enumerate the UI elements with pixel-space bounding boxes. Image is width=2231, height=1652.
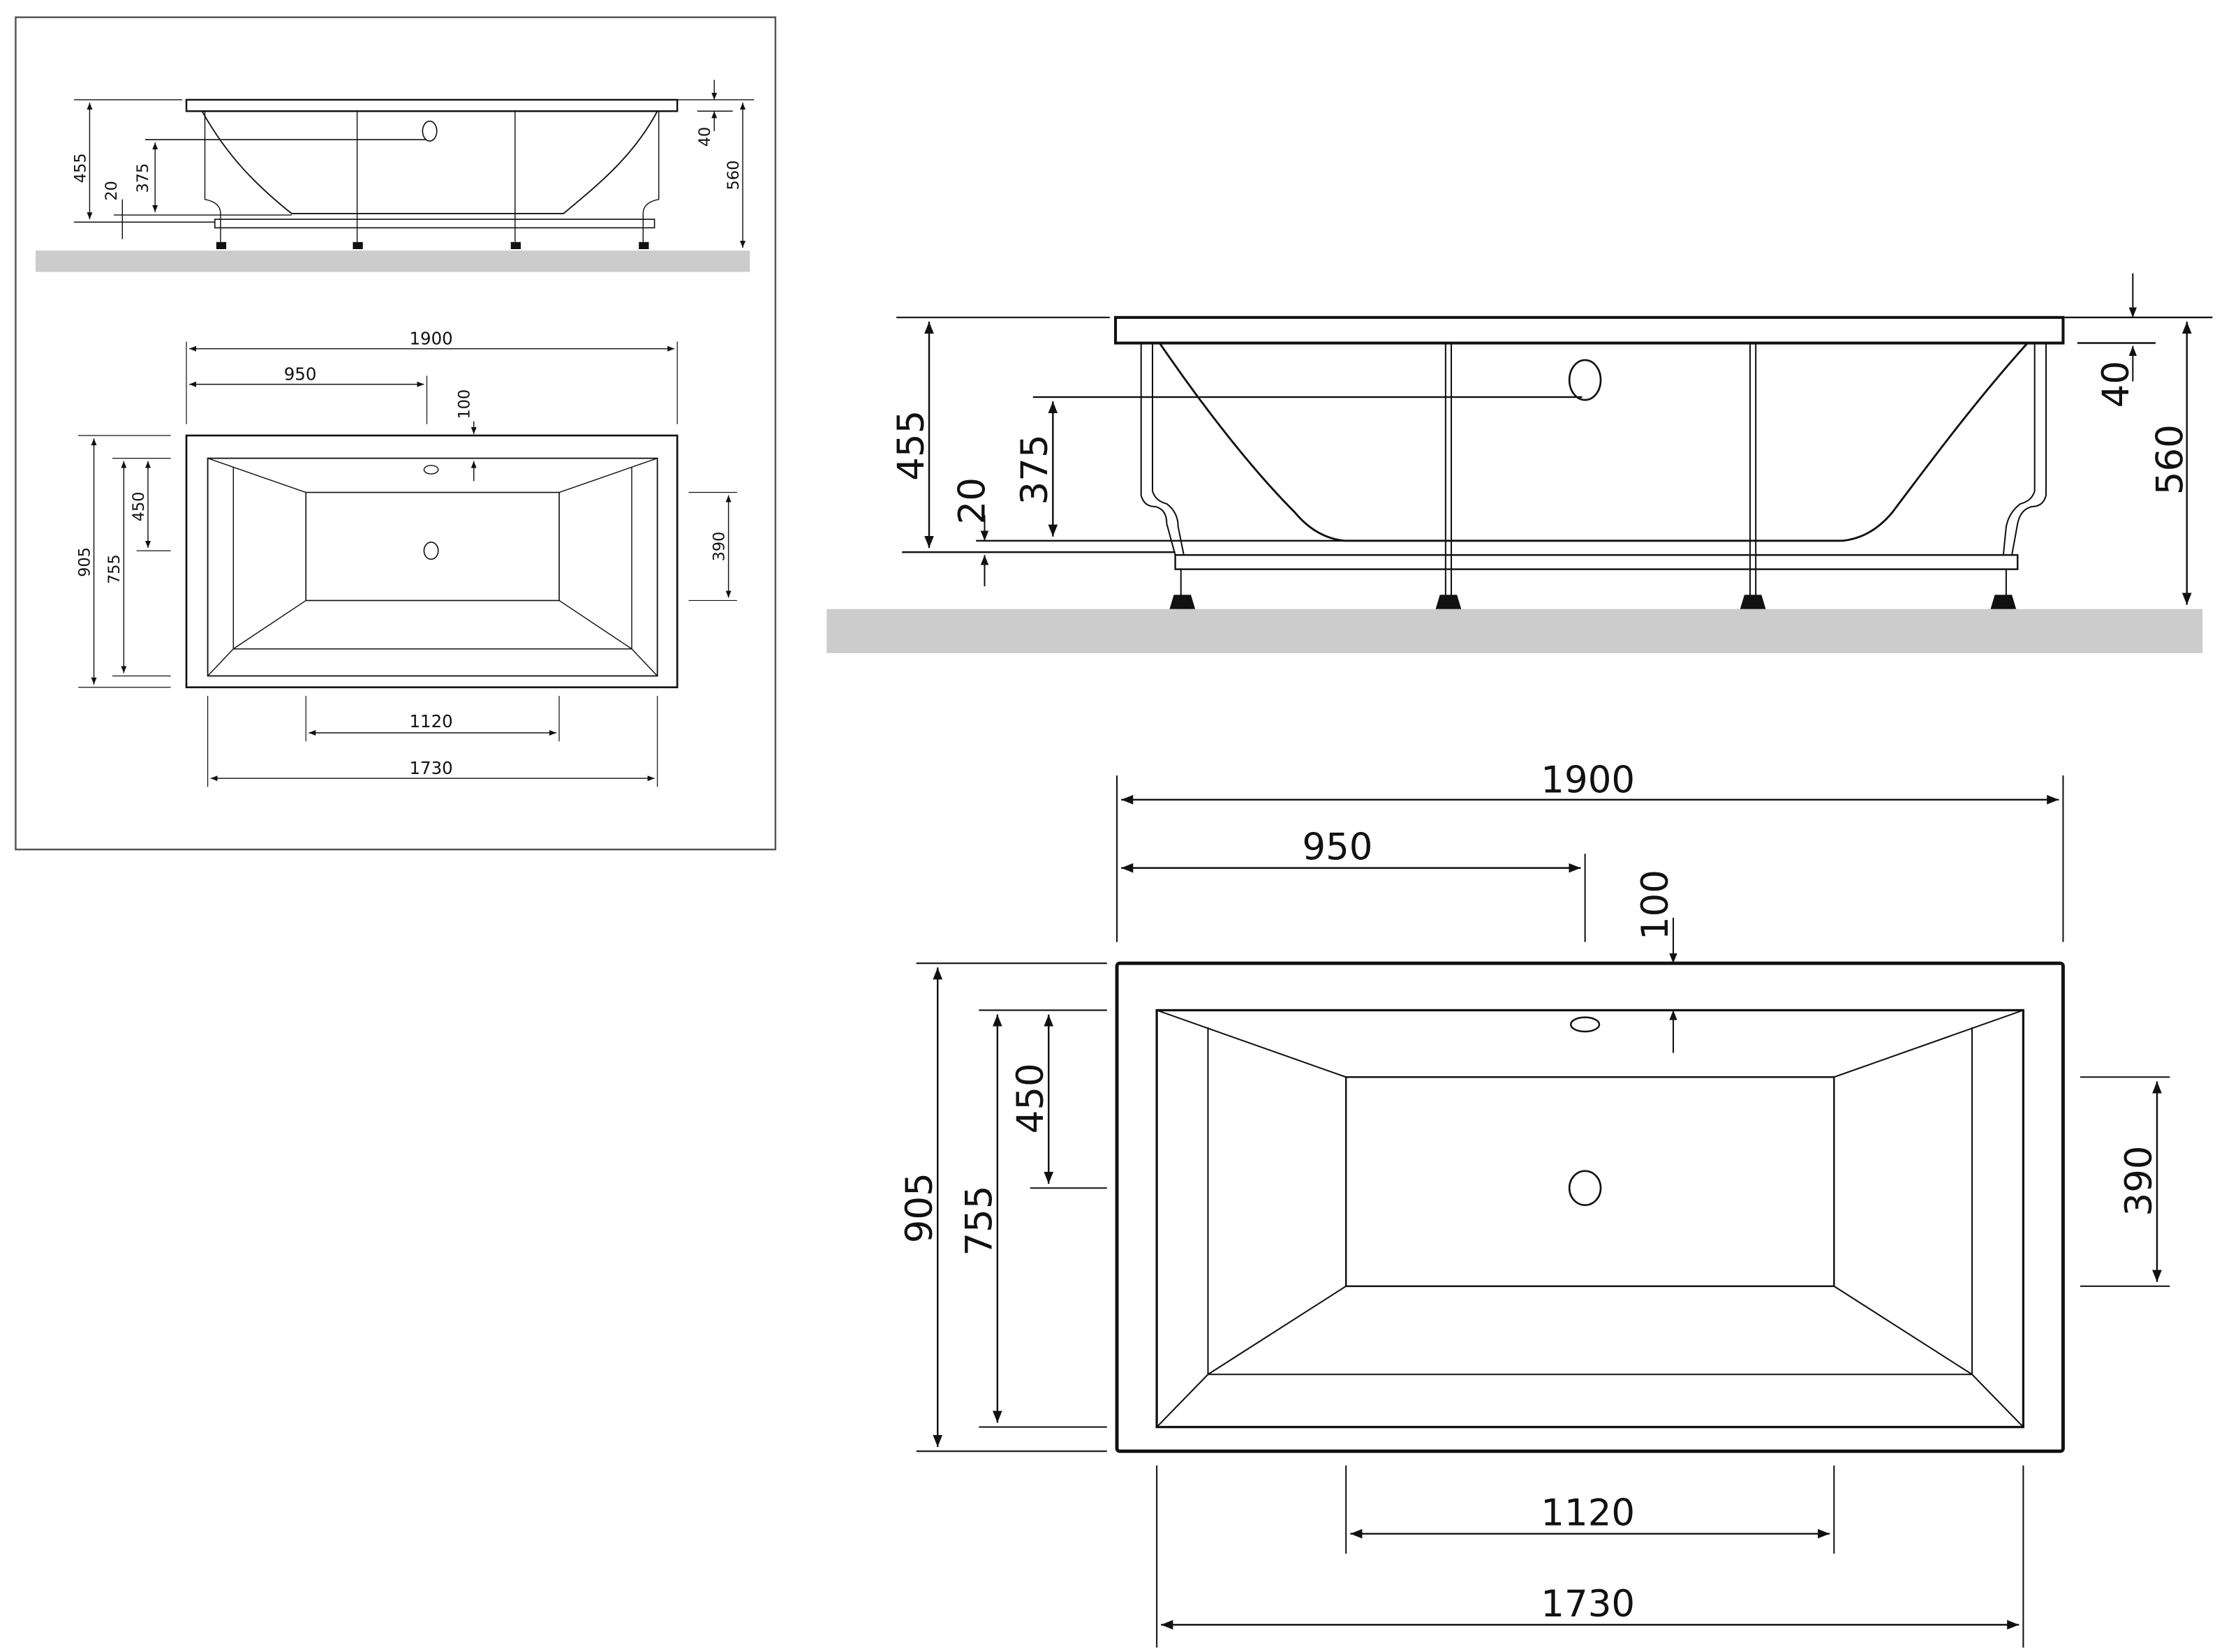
dim-label-455: 455	[890, 410, 933, 481]
dim-label-755: 755	[105, 554, 124, 584]
dim-label-40: 40	[696, 127, 714, 147]
dim-label-390: 390	[2118, 1145, 2160, 1216]
dim-label-1900: 1900	[1541, 759, 1635, 802]
dim-label-560: 560	[2149, 424, 2192, 495]
dim-label-905: 905	[898, 1173, 941, 1243]
dim-label-455: 455	[71, 153, 89, 183]
overflow-hole-icon	[422, 120, 438, 142]
support-leg-icon	[216, 241, 649, 249]
small-side-view: 455 375 20 40 560	[35, 80, 755, 272]
dim-label-905: 905	[75, 547, 94, 577]
floor	[827, 609, 2203, 653]
drain-icon	[423, 542, 439, 560]
dim-label-1120: 1120	[1541, 1491, 1635, 1534]
dim-label-450: 450	[1009, 1063, 1052, 1133]
large-top-view: 1900 950 100 905 755 450 390 1120 1730	[898, 759, 2170, 1648]
dim-label-40: 40	[2095, 361, 2137, 408]
dim-label-450: 450	[130, 492, 148, 522]
dim-label-950: 950	[1302, 826, 1372, 868]
drain-icon	[1568, 1170, 1602, 1207]
small-top-view: 1900 950 100 905 755 450 390 1120 1730	[75, 329, 737, 787]
support-leg-icon	[1169, 595, 2017, 609]
dim-label-20: 20	[951, 477, 993, 524]
dim-label-1730: 1730	[1541, 1583, 1635, 1625]
large-side-view: 455 375 20 40 560	[827, 273, 2213, 653]
dim-label-1730: 1730	[409, 758, 452, 778]
small-overview-panel: 455 375 20 40 560	[15, 16, 777, 851]
dim-label-950: 950	[284, 364, 317, 385]
panel-frame	[15, 16, 777, 851]
dim-label-755: 755	[958, 1186, 1001, 1256]
dim-label-100: 100	[456, 389, 474, 419]
dim-label-390: 390	[710, 532, 728, 562]
floor	[35, 251, 750, 272]
dim-label-100: 100	[1634, 870, 1677, 940]
dim-label-560: 560	[725, 161, 743, 191]
dim-label-375: 375	[1014, 434, 1056, 505]
dim-label-1900: 1900	[409, 329, 452, 349]
overflow-hole-icon	[1570, 1016, 1601, 1033]
overflow-hole-icon	[423, 465, 439, 475]
overflow-hole-icon	[1568, 359, 1602, 401]
dim-label-375: 375	[134, 163, 152, 193]
dim-label-20: 20	[103, 181, 121, 201]
dim-label-1120: 1120	[409, 711, 452, 731]
